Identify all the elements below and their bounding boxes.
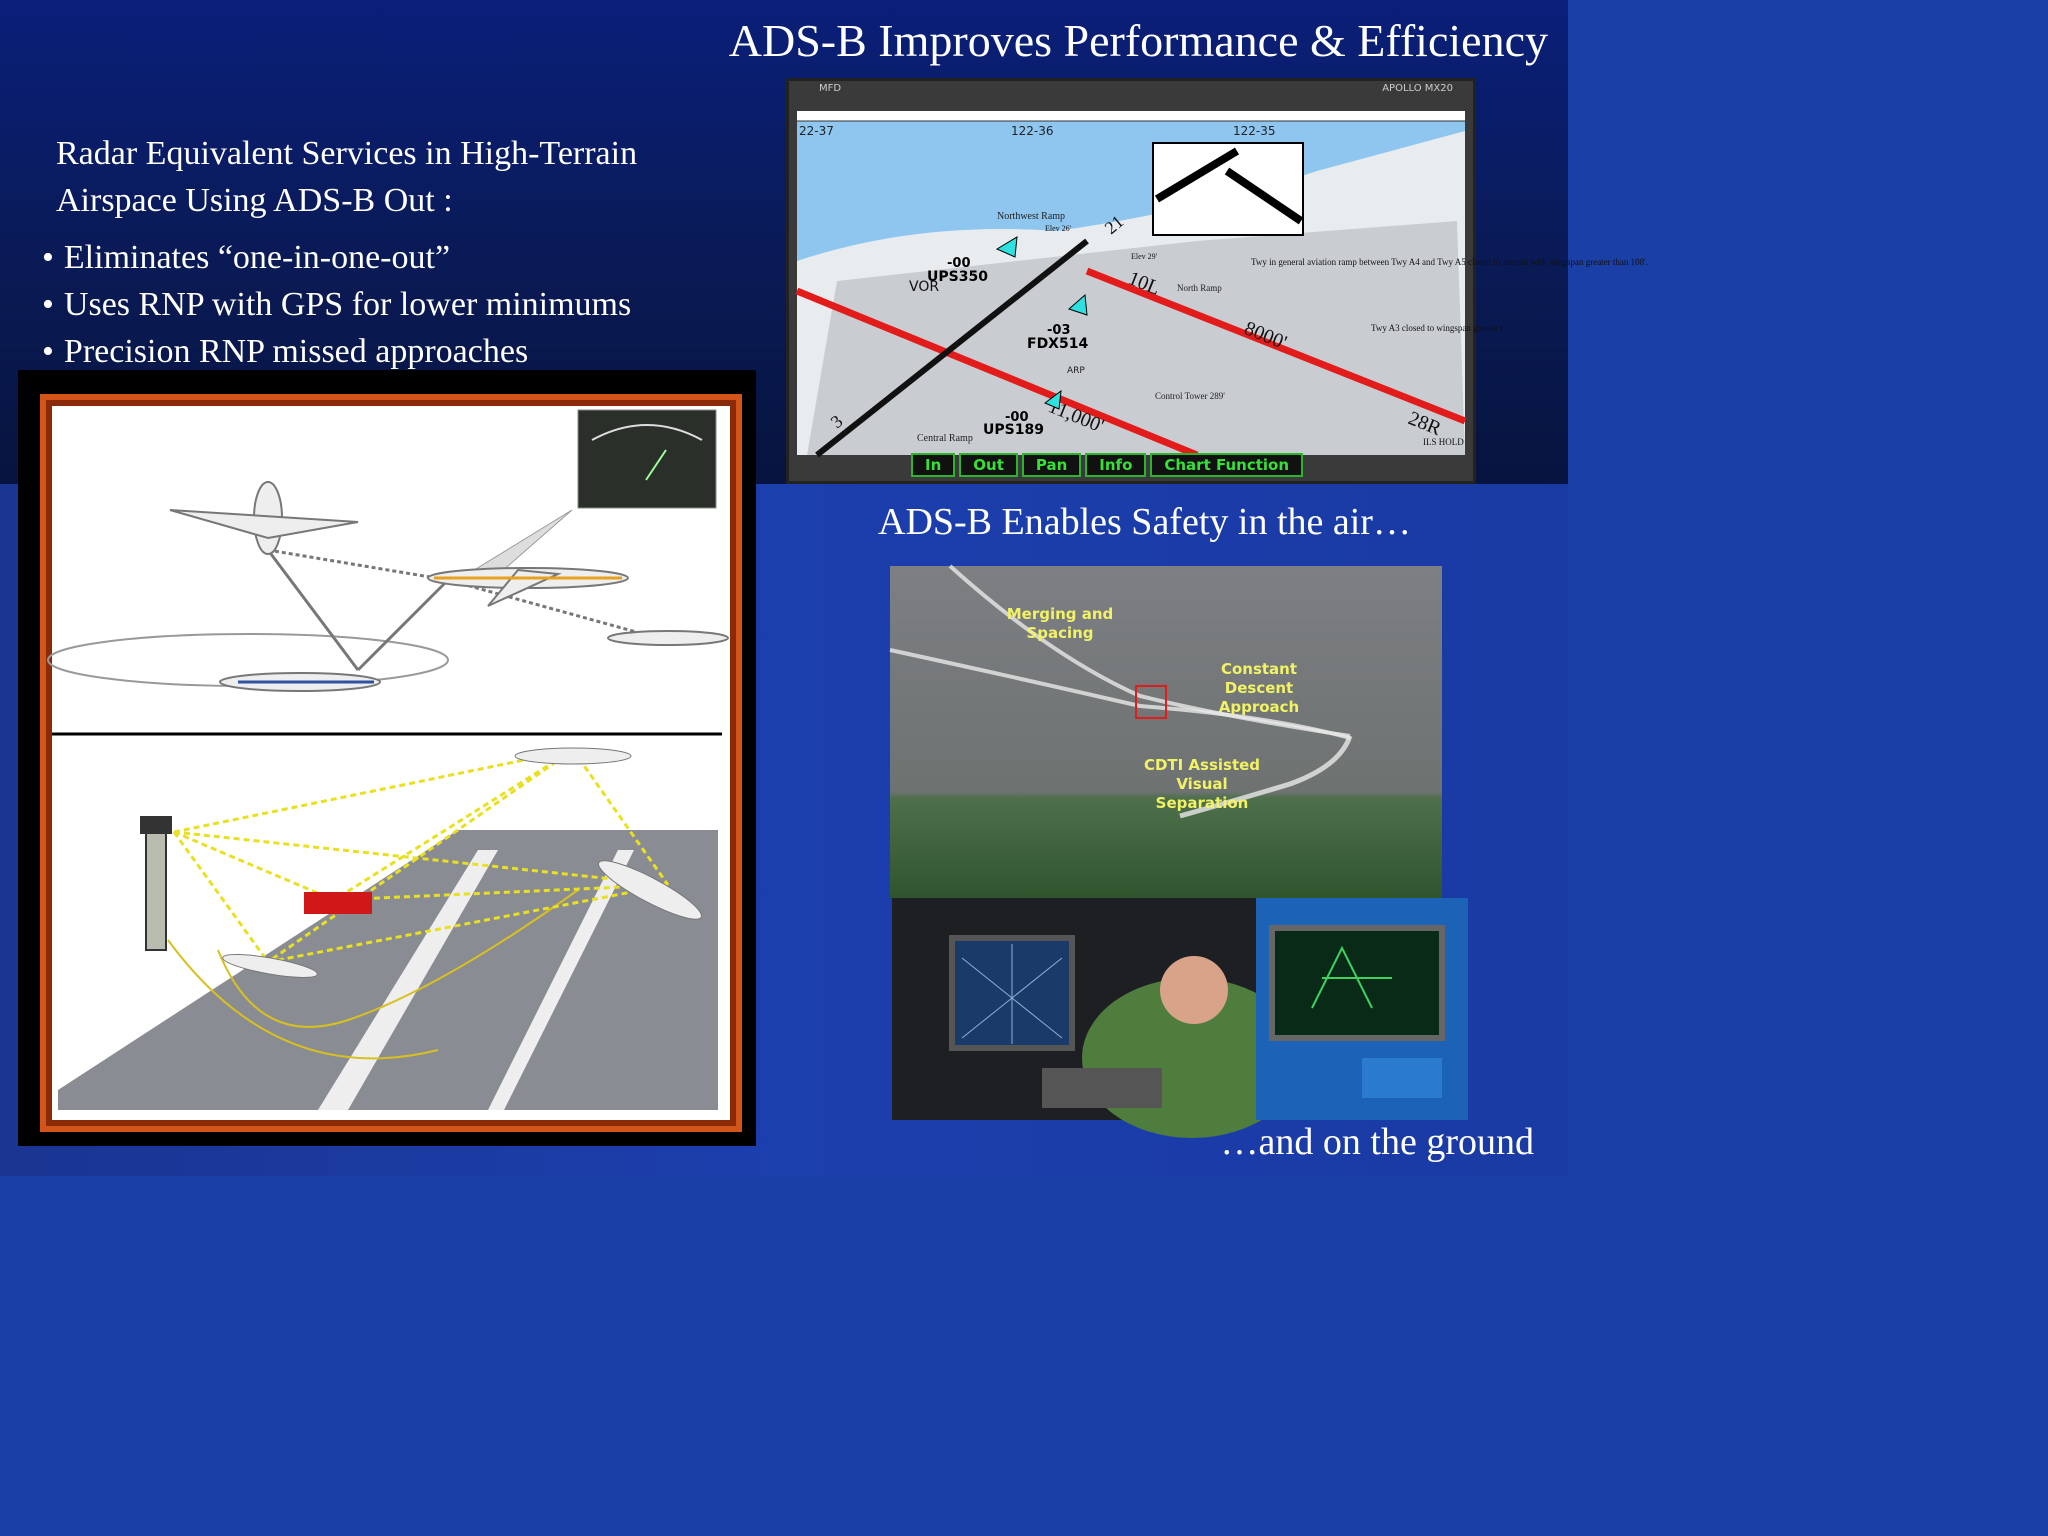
slide-subtitle: Radar Equivalent Services in High-Terrai… <box>56 130 637 224</box>
traffic-callsign: UPS350 <box>927 269 988 285</box>
bullet-list: Eliminates “one-in-one-out” Uses RNP wit… <box>42 234 631 375</box>
subtitle-line-1: Radar Equivalent Services in High-Terrai… <box>56 135 638 172</box>
traffic-altitude: -00 <box>947 256 971 271</box>
mfd-label: MFD <box>819 83 842 94</box>
ads-b-illustration <box>18 370 756 1146</box>
map-label: Elev 26' <box>1045 224 1072 233</box>
safety-caption: ADS-B Enables Safety in the air… <box>878 501 1411 543</box>
slide-title: ADS-B Improves Performance & Efficiency <box>728 15 1548 66</box>
device-label: APOLLO MX20 <box>1382 83 1453 94</box>
softkey-in[interactable]: In <box>911 453 956 477</box>
map-note: Twy A3 closed to wingspan greater t <box>1371 323 1503 333</box>
hud-label-cdti: CDTI Assisted Visual Separation <box>1143 756 1261 812</box>
bullet-item: Eliminates “one-in-one-out” <box>42 234 631 281</box>
traffic-callsign: UPS189 <box>983 422 1044 438</box>
ground-caption: …and on the ground <box>1220 1121 1534 1163</box>
softkey-pan[interactable]: Pan <box>1021 453 1082 477</box>
map-label: Control Tower 289' <box>1155 391 1225 401</box>
traffic-altitude: -03 <box>1047 323 1071 338</box>
map-label: Northwest Ramp <box>997 211 1065 222</box>
map-label: ARP <box>1067 366 1085 376</box>
moving-map-display: MFD APOLLO MX20 22-37 122-36 122-35 Nort… <box>786 78 1648 484</box>
softkey-info[interactable]: Info <box>1085 453 1147 477</box>
softkey-chart-function[interactable]: Chart Function <box>1150 453 1304 477</box>
map-label: Elev 29' <box>1131 252 1158 261</box>
traffic-altitude: -00 <box>1005 410 1029 425</box>
subtitle-line-2: Airspace Using ADS-B Out : <box>56 182 453 219</box>
softkey-bar: In Out Pan Info Chart Function <box>911 453 1304 477</box>
longitude-label: 22-37 <box>799 124 834 138</box>
hud-label-merging: Merging and Spacing <box>1006 605 1114 642</box>
cockpit-hud-image <box>889 564 1442 898</box>
map-label: VOR <box>909 279 939 295</box>
longitude-label: 122-36 <box>1011 124 1054 138</box>
hud-label-cda: Constant Descent Approach <box>1218 660 1300 716</box>
map-label: Central Ramp <box>917 433 973 444</box>
controller-photo <box>892 898 1468 1138</box>
map-note: Twy in general aviation ramp between Twy… <box>1251 257 1648 267</box>
map-label: ILS HOLD <box>1423 437 1464 447</box>
traffic-callsign: FDX514 <box>1027 336 1088 352</box>
map-label: North Ramp <box>1177 283 1222 293</box>
airport-map: 22-37 122-36 122-35 Northwest Ramp North… <box>795 111 1648 459</box>
longitude-label: 122-35 <box>1233 124 1276 138</box>
bullet-item: Uses RNP with GPS for lower minimums <box>42 281 631 328</box>
illustration-drawing <box>47 409 729 1110</box>
softkey-out[interactable]: Out <box>959 453 1018 477</box>
bullet-item: Precision RNP missed approaches <box>42 328 631 375</box>
